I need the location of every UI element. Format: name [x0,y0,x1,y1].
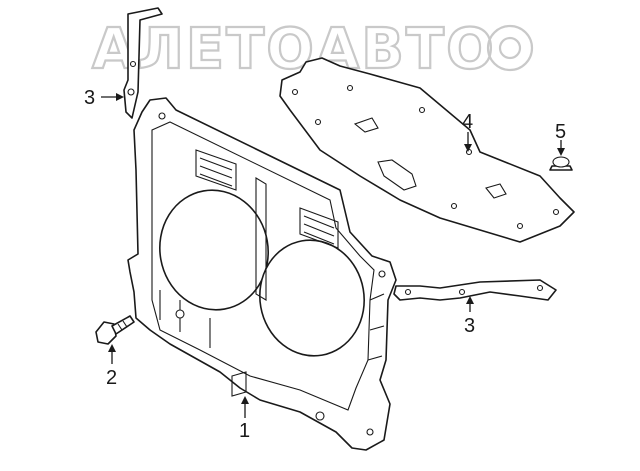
radiator-core-support [127,97,397,451]
callout-bracket-upper: 3 [84,87,95,109]
callout-frame: 1 [239,420,250,442]
clip [549,156,573,171]
callout-cover: 4 [462,111,473,133]
leader-lines [101,93,565,418]
watermark-logo: АЛЕТОАВТО [91,16,534,83]
flange-bolt [95,315,135,345]
radiator-cover [279,57,575,243]
callout-clip: 5 [555,121,566,143]
upper-bracket [123,7,163,119]
lower-bracket [393,279,557,301]
watermark-text: АЛЕТОАВТО [92,17,496,82]
callout-bracket-lower: 3 [464,315,475,337]
callout-bolt: 2 [106,367,117,389]
